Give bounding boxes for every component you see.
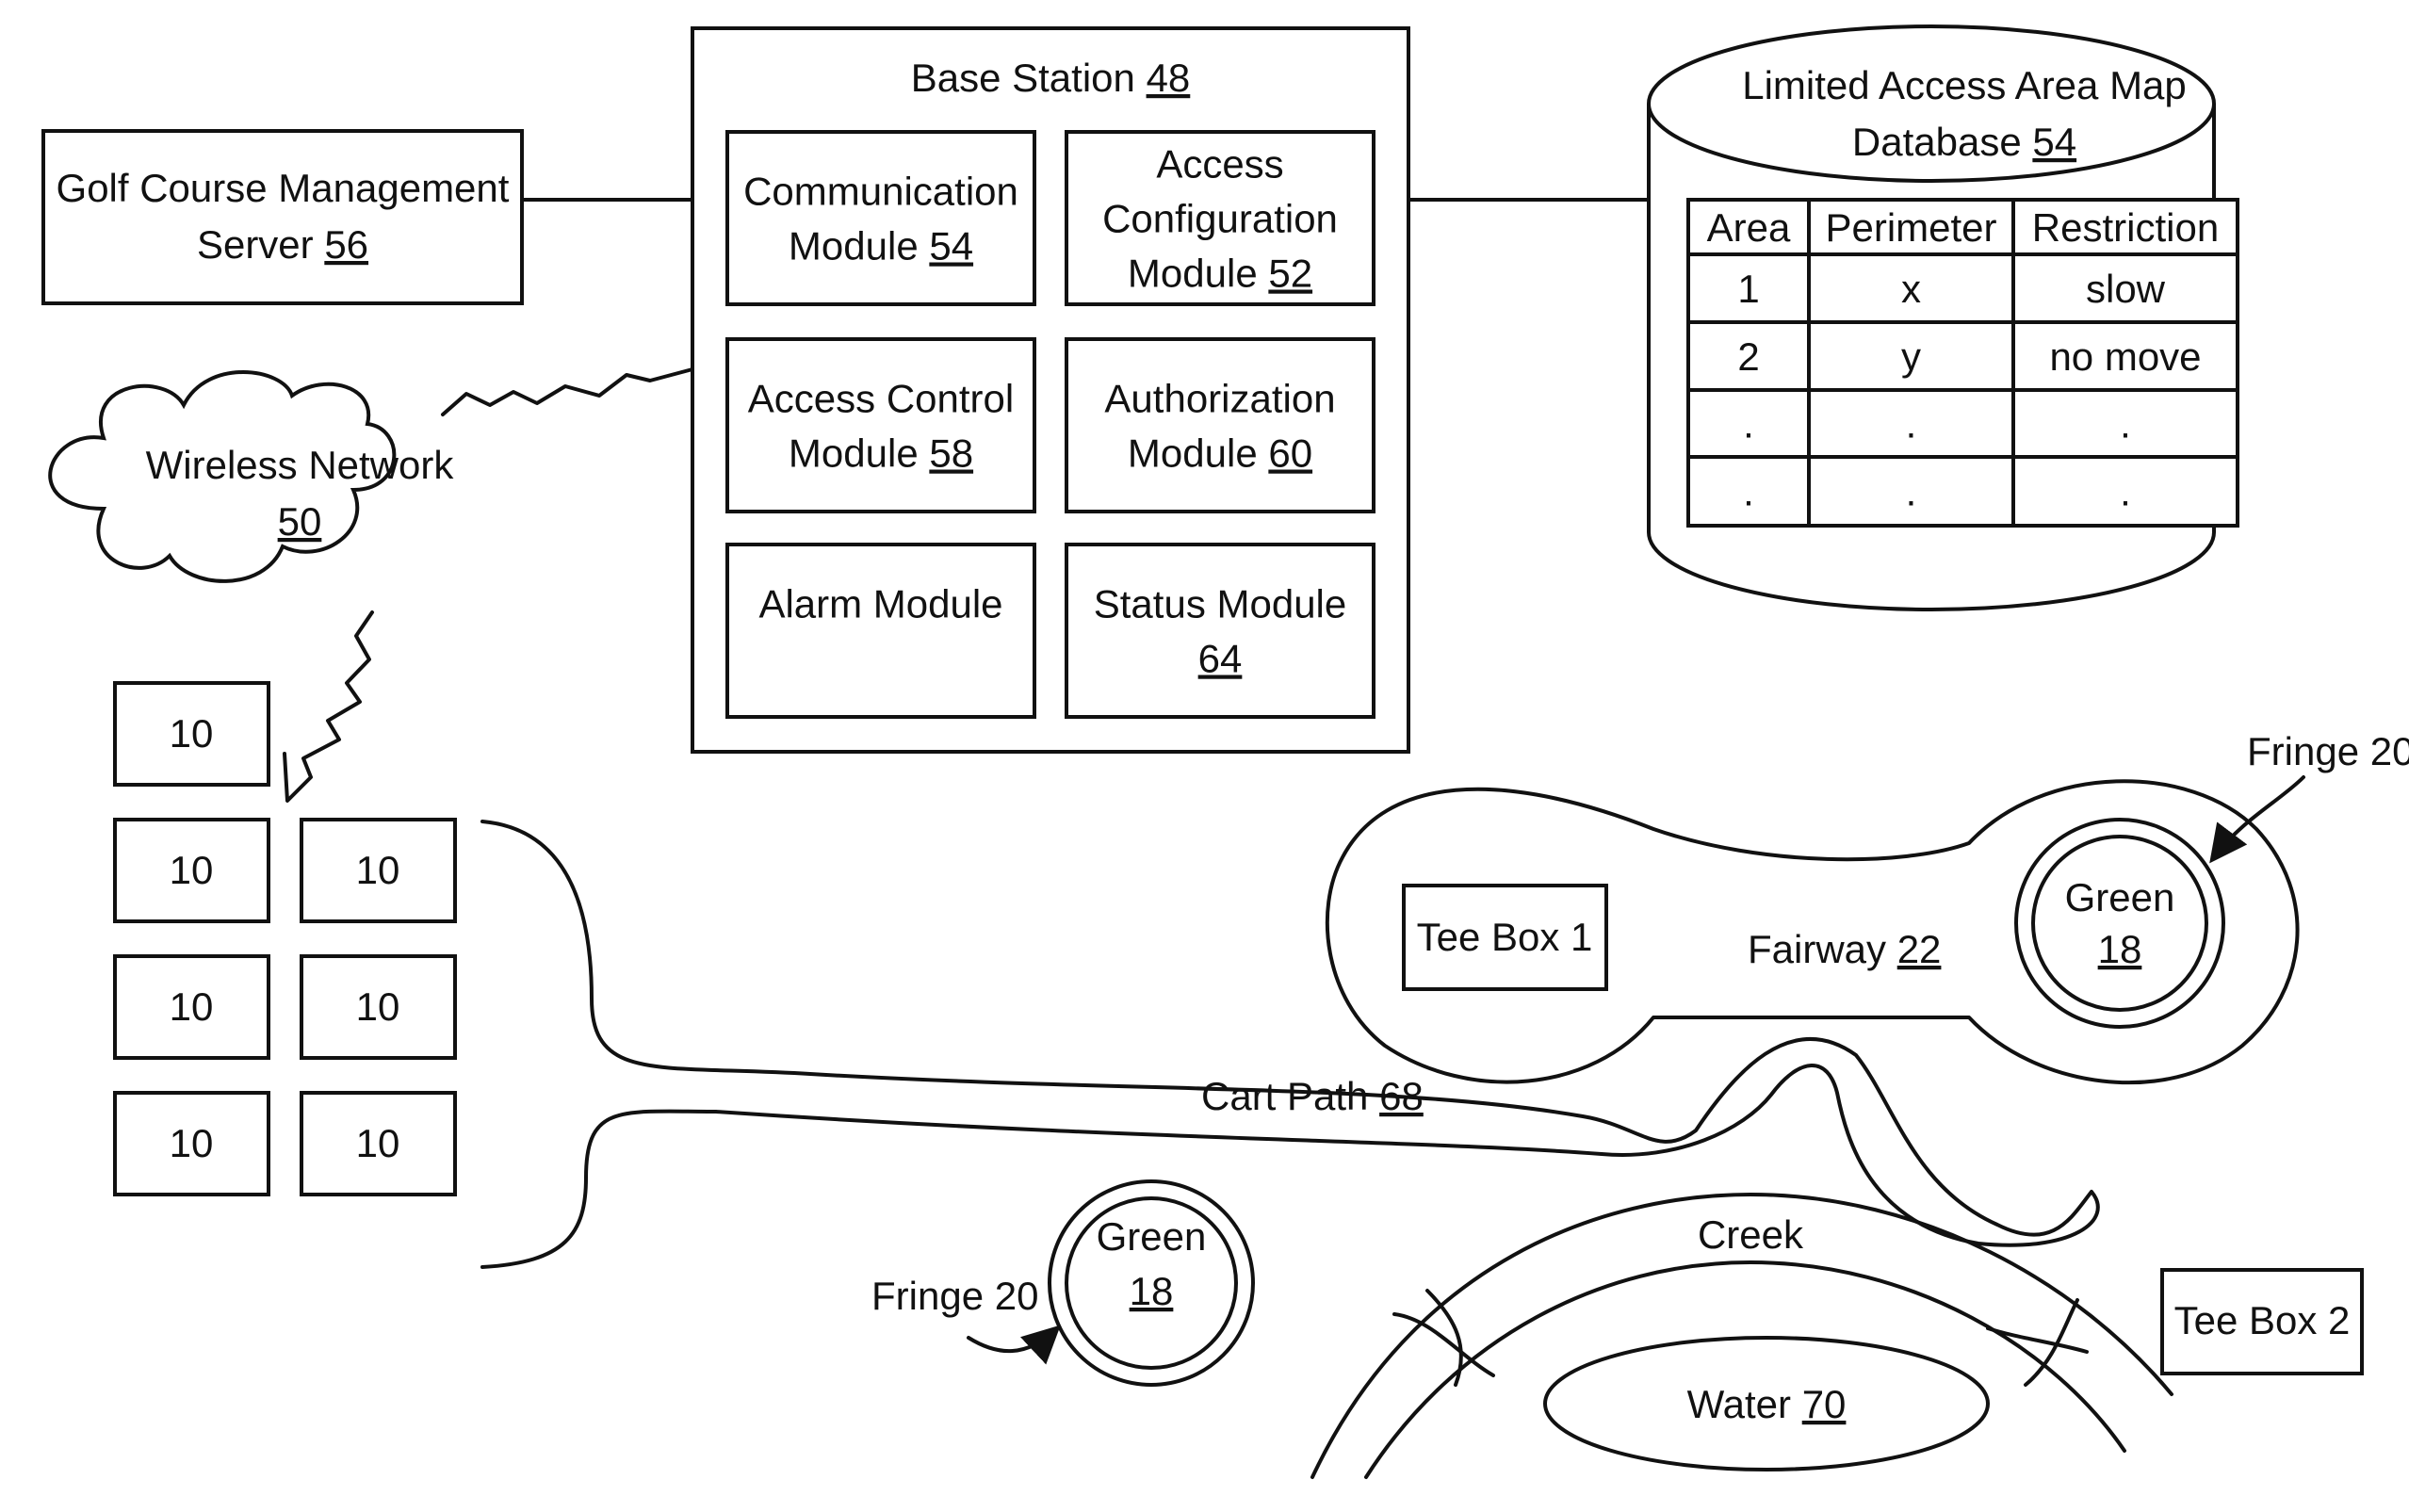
golf-cart: 10 (115, 956, 269, 1058)
server-label-line2: Server 56 (197, 222, 368, 267)
table-header: Restriction (2032, 205, 2219, 250)
module-4-line-0: Alarm Module (758, 582, 1002, 626)
green-lower-ref: 18 (1130, 1269, 1174, 1313)
golf-cart-label: 10 (170, 848, 214, 892)
green-lower-label: Green (1097, 1214, 1207, 1259)
table-cell-text: . (2120, 402, 2131, 447)
golf-cart-label: 10 (356, 984, 400, 1029)
limited-access-area-map-database: Limited Access Area Map Database 54 Area… (1649, 26, 2238, 610)
wireless-network-label: Wireless Network (146, 443, 455, 487)
module-1: AccessConfigurationModule 52 (1066, 132, 1374, 304)
server-label: Golf Course Management (57, 166, 510, 210)
table-cell-text: x (1901, 267, 1921, 311)
module-5: Status Module 64 (1066, 545, 1374, 717)
green-lower: Green 18 Fringe 20 (871, 1181, 1253, 1385)
golf-course-management-server: Golf Course Management Server 56 (43, 131, 522, 303)
wireless-network-ref: 50 (278, 499, 322, 544)
fringe-upper-label: Fringe 20 (2247, 729, 2409, 773)
golf-cart-label: 10 (170, 711, 214, 756)
database-label-line2: Database 54 (1852, 120, 2076, 164)
module-1-line-1: Configuration (1102, 197, 1338, 241)
golf-cart: 10 (301, 1093, 455, 1195)
fringe-lower-label: Fringe 20 (871, 1274, 1038, 1318)
module-0-line-0: Communication (743, 170, 1018, 214)
module-3-line-0: Authorization (1104, 377, 1335, 421)
golf-cart-label: 10 (170, 984, 214, 1029)
table-cell-text: . (1743, 470, 1754, 514)
water-label: Water 70 (1687, 1382, 1847, 1426)
module-0: CommunicationModule 54 (727, 132, 1034, 304)
table-cell-text: no move (2049, 334, 2201, 379)
table-cell-text: 2 (1737, 334, 1759, 379)
golf-cart-label: 10 (356, 1121, 400, 1165)
database-label: Limited Access Area Map (1742, 63, 2187, 107)
green-upper-label: Green (2065, 875, 2175, 919)
wireless-network-cloud: Wireless Network 50 (50, 372, 454, 581)
fairway-hole: Tee Box 1 Fairway 22 Green 18 Fringe 20 (1327, 729, 2409, 1082)
creek-label: Creek (1698, 1212, 1804, 1257)
creek: Creek Water 70 (1312, 1195, 2172, 1477)
tee-box-2-label: Tee Box 2 (2174, 1298, 2351, 1342)
golf-cart: 10 (115, 683, 269, 785)
wireless-link-carts (285, 612, 372, 801)
table-header: Perimeter (1825, 205, 1996, 250)
table-cell-text: slow (2086, 267, 2166, 311)
fringe-lower-arrow (968, 1330, 1055, 1351)
base-station: Base Station 48 CommunicationModule 54Ac… (0, 0, 1408, 752)
golf-cart: 10 (115, 820, 269, 921)
module-2-line-0: Access Control (748, 377, 1014, 421)
cart-path-label: Cart Path 68 (1201, 1074, 1424, 1118)
golf-cart-label: 10 (170, 1121, 214, 1165)
green-upper: Green 18 (2016, 820, 2223, 1027)
module-3-line-1: Module 60 (1128, 431, 1312, 476)
table-cell-text: . (1906, 402, 1917, 447)
table-header: Area (1707, 205, 1791, 250)
table-cell-text: . (1743, 402, 1754, 447)
fairway-label: Fairway 22 (1748, 927, 1941, 971)
module-2: Access ControlModule 58 (727, 339, 1034, 512)
database-table: Area Perimeter Restriction 1 x slow 2 y no move.… (1688, 200, 2238, 526)
golf-cart: 10 (301, 956, 455, 1058)
module-2-line-1: Module 58 (789, 431, 973, 476)
fringe-upper-arrow (2214, 777, 2303, 857)
golf-cart: 10 (115, 1093, 269, 1195)
module-1-line-2: Module 52 (1128, 252, 1312, 296)
tee-box-1-label: Tee Box 1 (1417, 915, 1593, 959)
module-5-line-1: 64 (1198, 637, 1243, 681)
green-upper-ref: 18 (2098, 927, 2142, 971)
wireless-link-basestation (443, 369, 692, 415)
module-3: AuthorizationModule 60 (1066, 339, 1374, 512)
module-1-line-0: Access (1156, 142, 1283, 187)
golf-cart-label: 10 (356, 848, 400, 892)
table-cell-text: 1 (1737, 267, 1759, 311)
cart-path: Cart Path 68 (482, 821, 2098, 1267)
tee-box-2: Tee Box 2 (2162, 1270, 2362, 1374)
table-cell-text: . (2120, 470, 2131, 514)
module-5-line-0: Status Module (1094, 582, 1347, 626)
table-cell-text: . (1906, 470, 1917, 514)
base-station-label: Base Station 48 (911, 56, 1191, 100)
golf-cart: 10 (301, 820, 455, 921)
module-0-line-1: Module 54 (789, 224, 973, 268)
table-cell-text: y (1901, 334, 1921, 379)
